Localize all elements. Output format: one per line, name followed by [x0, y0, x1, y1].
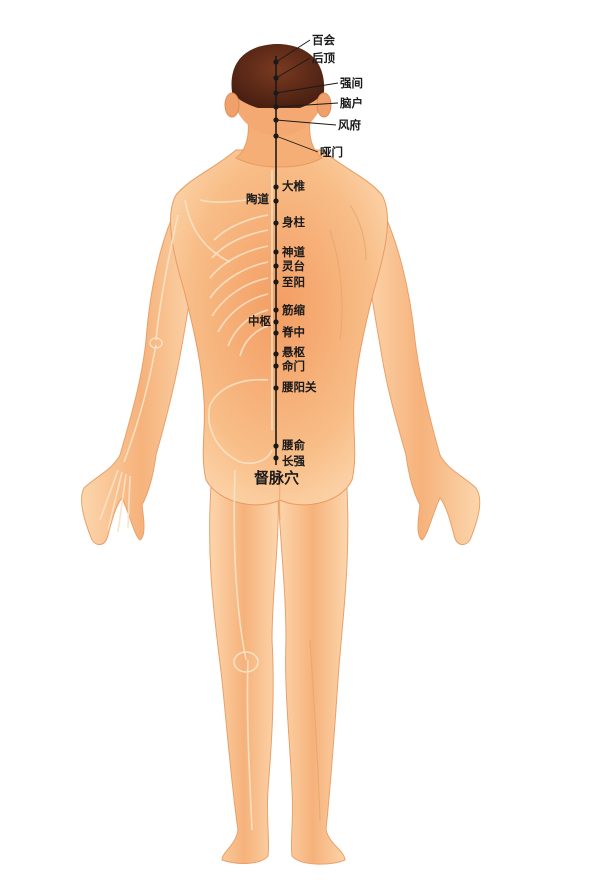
acupoint-layer: 百会后顶强间脑户风府哑门大椎陶道身柱神道灵台至阳筋缩中枢脊中悬枢命门腰阳关腰俞长… — [246, 33, 363, 468]
torso — [170, 149, 388, 506]
acupoint-label: 百会 — [312, 33, 335, 47]
acupoint-label: 至阳 — [282, 275, 305, 289]
acupoint-label: 身柱 — [282, 215, 305, 229]
acupoint-label: 腰阳关 — [281, 380, 317, 394]
acupoint-dot — [273, 455, 279, 461]
acupoint-dot — [273, 319, 279, 325]
acupoint-label: 神道 — [282, 245, 305, 259]
acupoint-leader-line — [275, 119, 337, 126]
acupoint-label: 中枢 — [248, 314, 271, 328]
acupoint-dot — [273, 330, 279, 336]
acupoint-label: 腰俞 — [281, 438, 305, 452]
neck — [235, 119, 323, 168]
acupoint-label: 陶道 — [246, 192, 269, 206]
acupoint-dot — [273, 307, 279, 313]
acupoint-leader-line — [275, 102, 339, 108]
acupoint-label: 脊中 — [281, 325, 305, 339]
legs — [209, 469, 349, 865]
acupoint-label: 风府 — [338, 118, 361, 132]
acupoint-leader-line — [275, 82, 339, 94]
acupoint-dot — [273, 385, 279, 391]
acupoint-leader-line — [275, 135, 319, 153]
acupoint-label: 后顶 — [312, 51, 335, 65]
acupoint-dot — [273, 279, 279, 285]
acupoint-label: 悬枢 — [281, 345, 305, 359]
acupoint-dot — [273, 220, 279, 226]
diagram-title: 督脉穴 — [254, 469, 299, 487]
skeleton-overlay — [99, 170, 273, 831]
acupoint-dot — [273, 249, 279, 255]
acupoint-label: 命门 — [281, 359, 305, 373]
acupoint-dot — [273, 363, 279, 369]
acupoint-leader-line — [275, 39, 311, 63]
acupoint-leader-line — [275, 57, 311, 79]
acupoint-label: 大椎 — [282, 179, 305, 193]
acupoint-dot — [273, 184, 279, 190]
acupoint-dot — [273, 198, 279, 204]
acupoint-dot — [273, 443, 279, 449]
acupoint-dot — [273, 263, 279, 269]
acupoint-label: 筋缩 — [281, 303, 305, 317]
acupoint-dot — [273, 351, 279, 357]
acupoint-label: 脑户 — [340, 96, 363, 110]
arms — [81, 204, 481, 546]
contour-lines — [279, 204, 367, 821]
head — [224, 44, 332, 136]
acupoint-label: 灵台 — [282, 259, 305, 273]
acupoint-label: 长强 — [282, 454, 305, 468]
acupoint-label: 哑门 — [320, 145, 343, 159]
acupoint-label: 强间 — [340, 76, 363, 90]
